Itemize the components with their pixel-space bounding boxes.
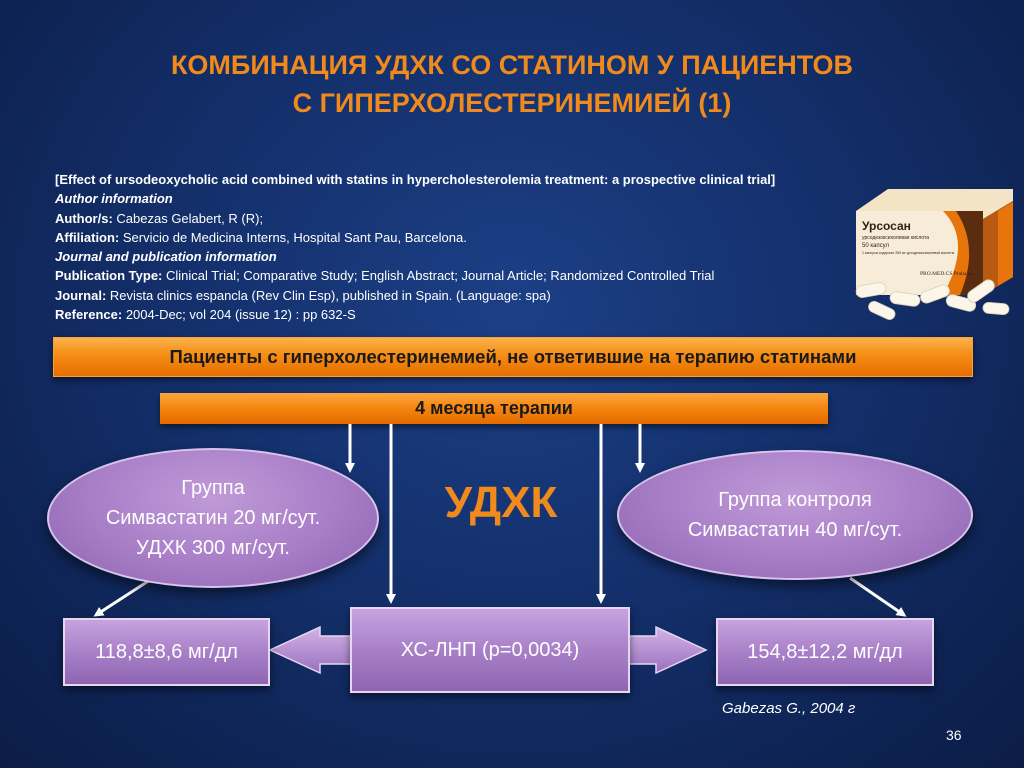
arrow-left-result xyxy=(93,576,154,617)
result-treatment-box: 118,8±8,6 мг/дл xyxy=(63,618,270,686)
group-line-2: Симвастатин 20 мг/сут. xyxy=(105,507,321,529)
control-line-2: Симвастатин 40 мг/сут. xyxy=(687,519,903,541)
treatment-group-ellipse: Группа Симвастатин 20 мг/сут. УДХК 300 м… xyxy=(47,448,379,588)
patients-banner: Пациенты с гиперхолестеринемией, не отве… xyxy=(53,337,973,377)
fat-arrow-left xyxy=(268,625,353,675)
group-line-3: УДХК 300 мг/сут. xyxy=(136,537,290,559)
result-control-box: 154,8±12,2 мг/дл xyxy=(716,618,934,686)
therapy-duration-banner: 4 месяца терапии xyxy=(160,393,828,424)
group-line-1: Группа xyxy=(181,477,245,499)
journal-info-heading: Journal and publication information xyxy=(55,249,277,265)
capsules-icon xyxy=(855,279,1010,320)
box-count: 50 капсул xyxy=(862,243,890,249)
citation: Gabezas G., 2004 г xyxy=(722,700,856,717)
control-line-1: Группа контроля xyxy=(718,489,872,511)
authors-line: Author/s: Cabezas Gelabert, R (R); xyxy=(55,210,264,226)
ursosan-box-image: Урсосан урсодезоксихолевая кислота 50 ка… xyxy=(855,189,1013,320)
slide-title: КОМБИНАЦИЯ УДХК СО СТАТИНОМ У ПАЦИЕНТОВ … xyxy=(60,46,964,122)
fat-arrow-right xyxy=(623,625,708,675)
box-manufacturer: PRO.MED.CS Praha a.s. xyxy=(920,271,976,277)
box-brand-name: Урсосан xyxy=(862,219,911,233)
control-group-ellipse: Группа контроля Симвастатин 40 мг/сут. xyxy=(617,450,973,580)
affiliation-line: Affiliation: Servicio de Medicina Intern… xyxy=(55,229,467,245)
reference-line: Reference: 2004-Dec; vol 204 (issue 12) … xyxy=(55,307,356,323)
box-subtitle: урсодезоксихолевая кислота xyxy=(862,235,929,241)
publication-type-line: Publication Type: Clinical Trial; Compar… xyxy=(55,268,715,284)
journal-line: Journal: Revista clinics espancla (Rev C… xyxy=(55,287,551,303)
author-info-heading: Author information xyxy=(55,191,173,207)
reference-heading: [Effect of ursodeoxycholic acid combined… xyxy=(55,172,776,187)
box-note: 1 капсула содержит 250 мг урсодезоксихол… xyxy=(862,251,955,255)
ldl-result-box: ХС-ЛНП (p=0,0034) xyxy=(350,607,630,693)
title-line-2: С ГИПЕРХОЛЕСТЕРИНЕМИЕЙ (1) xyxy=(292,88,732,118)
udhk-label: УДХК xyxy=(444,478,558,527)
arrow-right-result xyxy=(849,576,907,617)
page-number: 36 xyxy=(946,727,962,743)
title-line-1: КОМБИНАЦИЯ УДХК СО СТАТИНОМ У ПАЦИЕНТОВ xyxy=(170,50,854,80)
reference-block: [Effect of ursodeoxycholic acid combined… xyxy=(55,170,855,324)
